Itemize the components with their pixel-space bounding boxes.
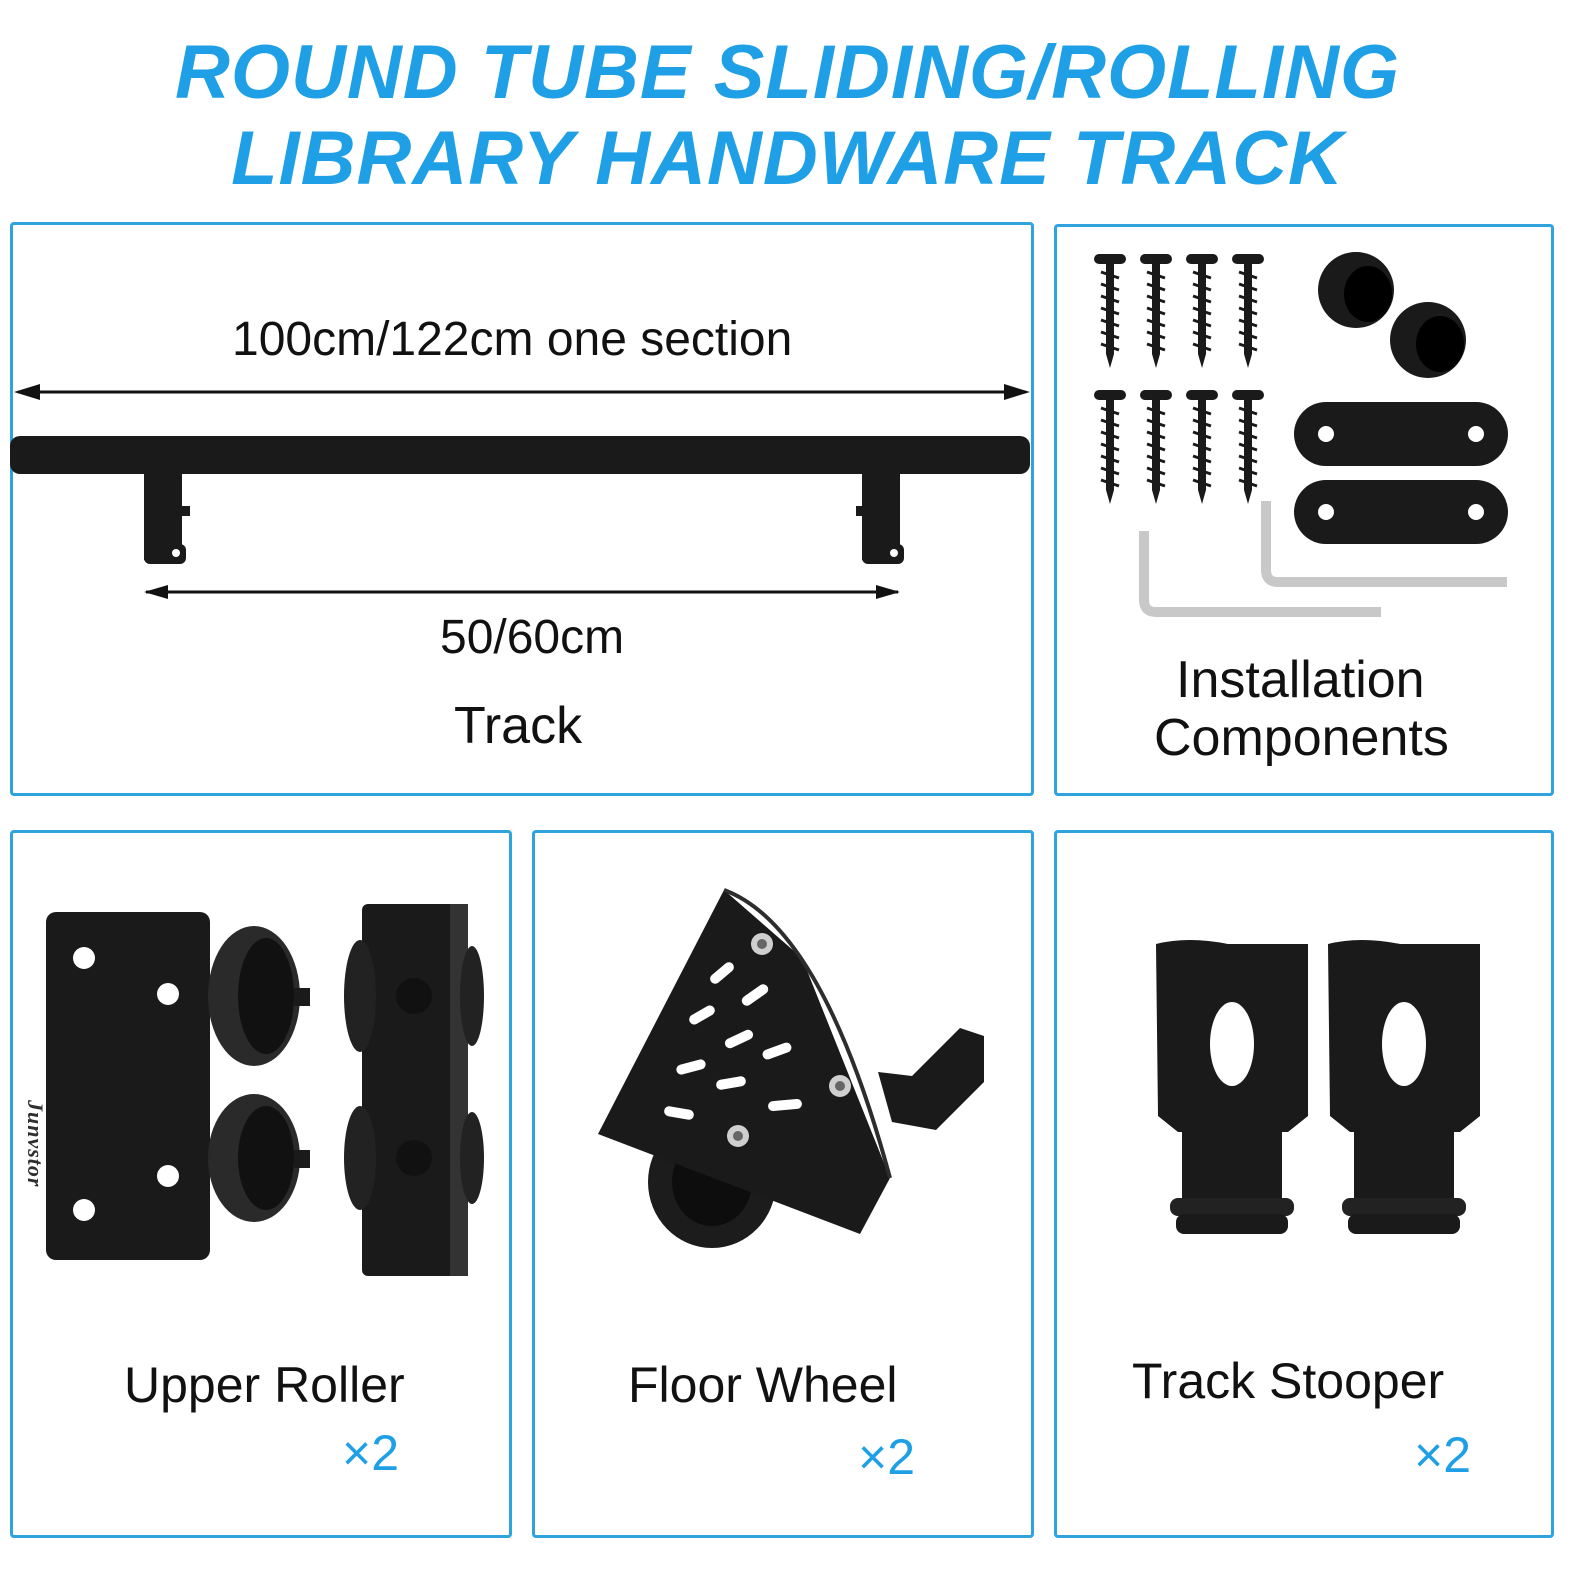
- brand-mark: Junvstor: [23, 1100, 48, 1188]
- page-title: ROUND TUBE SLIDING/ROLLING LIBRARY HANDW…: [0, 30, 1575, 202]
- end-caps-icon: [1318, 252, 1466, 378]
- floor-wheel-qty: ×2: [858, 1429, 916, 1485]
- track-length-label: 100cm/122cm one section: [232, 313, 793, 366]
- screws-icon: [1094, 254, 1264, 504]
- mounting-plates-icon: [1294, 402, 1508, 544]
- track-spacing-label: 50/60cm: [440, 611, 625, 664]
- title-line-2: LIBRARY HANDWARE TRACK: [231, 116, 1344, 201]
- upper-roller-qty: ×2: [342, 1425, 400, 1481]
- installation-name-line-1: Installation: [1176, 651, 1425, 709]
- track-length-arrow: [14, 384, 1030, 400]
- upper-roller-icon: [46, 904, 484, 1276]
- title-line-1: ROUND TUBE SLIDING/ROLLING: [174, 30, 1401, 115]
- track-spacing-arrow: [144, 585, 900, 599]
- upper-roller-name: Upper Roller: [124, 1357, 405, 1413]
- floor-wheel-icon: [598, 888, 984, 1248]
- track-rail-icon: [10, 436, 1030, 564]
- track-name: Track: [454, 697, 583, 755]
- floor-wheel-name: Floor Wheel: [628, 1357, 898, 1413]
- track-stopper-icon: [1156, 940, 1480, 1234]
- installation-name-line-2: Components: [1154, 709, 1449, 767]
- hex-keys-icon: [1139, 501, 1507, 617]
- track-stopper-qty: ×2: [1414, 1427, 1472, 1483]
- track-stopper-name: Track Stooper: [1132, 1353, 1445, 1409]
